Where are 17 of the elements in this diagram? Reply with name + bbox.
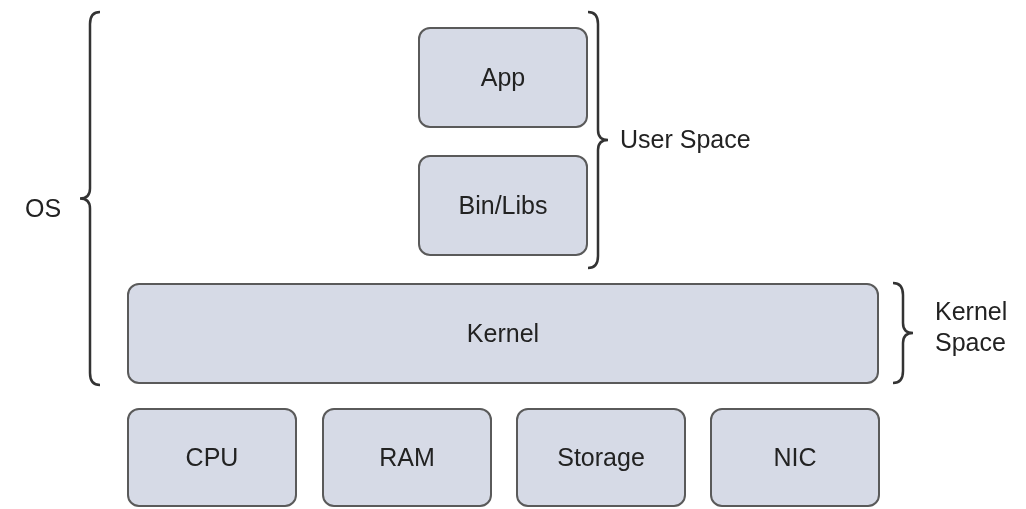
- layer-box: [710, 408, 880, 507]
- region-label: OS: [25, 193, 62, 224]
- layer-box: [418, 155, 588, 256]
- layer-label: Storage: [557, 443, 645, 472]
- layer-box: [418, 27, 588, 128]
- layer-box: [127, 408, 297, 507]
- layer-label: Bin/Libs: [458, 191, 548, 220]
- layer-label: RAM: [379, 443, 435, 472]
- region-label: Kernel Space: [935, 296, 1009, 359]
- layer-box: [516, 408, 686, 507]
- region-label: User Space: [620, 124, 751, 155]
- layer-label: Kernel: [466, 319, 540, 348]
- layer-label: App: [480, 63, 526, 92]
- layer-box: [322, 408, 492, 507]
- layer-label: CPU: [185, 443, 239, 472]
- layer-label: NIC: [773, 443, 817, 472]
- layer-box: [127, 283, 879, 384]
